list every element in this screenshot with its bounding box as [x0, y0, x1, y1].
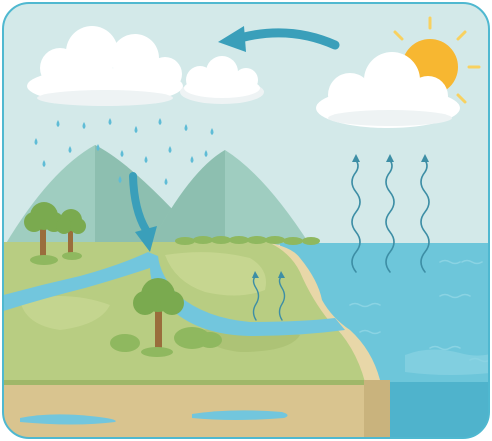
raindrop-icon	[134, 126, 138, 133]
raindrop-icon	[120, 150, 124, 157]
grass-light-patch	[165, 252, 266, 296]
soil-puddle-left	[20, 414, 116, 425]
tree-center	[133, 278, 184, 357]
tree-left-large	[24, 202, 64, 265]
raindrop-icon	[96, 144, 100, 151]
bushes	[110, 327, 222, 352]
soil-puddle-right	[192, 410, 288, 420]
raindrop-icon	[190, 156, 194, 163]
wavy-up-arrow-icon	[252, 271, 260, 321]
raindrop-icon	[184, 124, 188, 131]
mountain-right-shade	[150, 150, 225, 245]
raindrop-icon	[204, 150, 208, 157]
raindrop-icon	[68, 146, 72, 153]
cloud-left-small	[180, 56, 264, 104]
hedge-row	[175, 236, 320, 245]
grass-edge	[3, 380, 368, 386]
grass-light-patch-2	[20, 296, 110, 330]
cloud-right	[316, 52, 460, 128]
sea-front	[388, 382, 489, 438]
cloud-left-large	[27, 26, 183, 106]
raindrop-icon	[158, 118, 162, 125]
raindrop-icon	[210, 128, 214, 135]
wavy-up-arrow-icon	[420, 154, 430, 273]
raindrop-icon	[34, 138, 38, 145]
raindrop-icon	[144, 156, 148, 163]
rain	[34, 118, 214, 185]
curved-arrow-left-icon	[218, 26, 340, 52]
soil-front	[3, 385, 368, 438]
raindrop-icon	[82, 122, 86, 129]
sea-light-patch	[405, 349, 489, 375]
soil-side	[364, 380, 390, 438]
raindrop-icon	[164, 178, 168, 185]
evaporation-sea	[351, 154, 430, 273]
wavy-up-arrow-icon	[351, 154, 361, 273]
raindrop-icon	[118, 176, 122, 183]
curved-arrow-down-icon	[129, 172, 157, 252]
tree-left-small	[56, 209, 86, 260]
wavy-up-arrow-icon	[385, 154, 395, 273]
raindrop-icon	[168, 146, 172, 153]
raindrop-icon	[42, 160, 46, 167]
raindrop-icon	[56, 120, 60, 127]
evaporation-land	[252, 271, 286, 321]
wavy-up-arrow-icon	[278, 271, 286, 321]
raindrop-icon	[108, 118, 112, 125]
